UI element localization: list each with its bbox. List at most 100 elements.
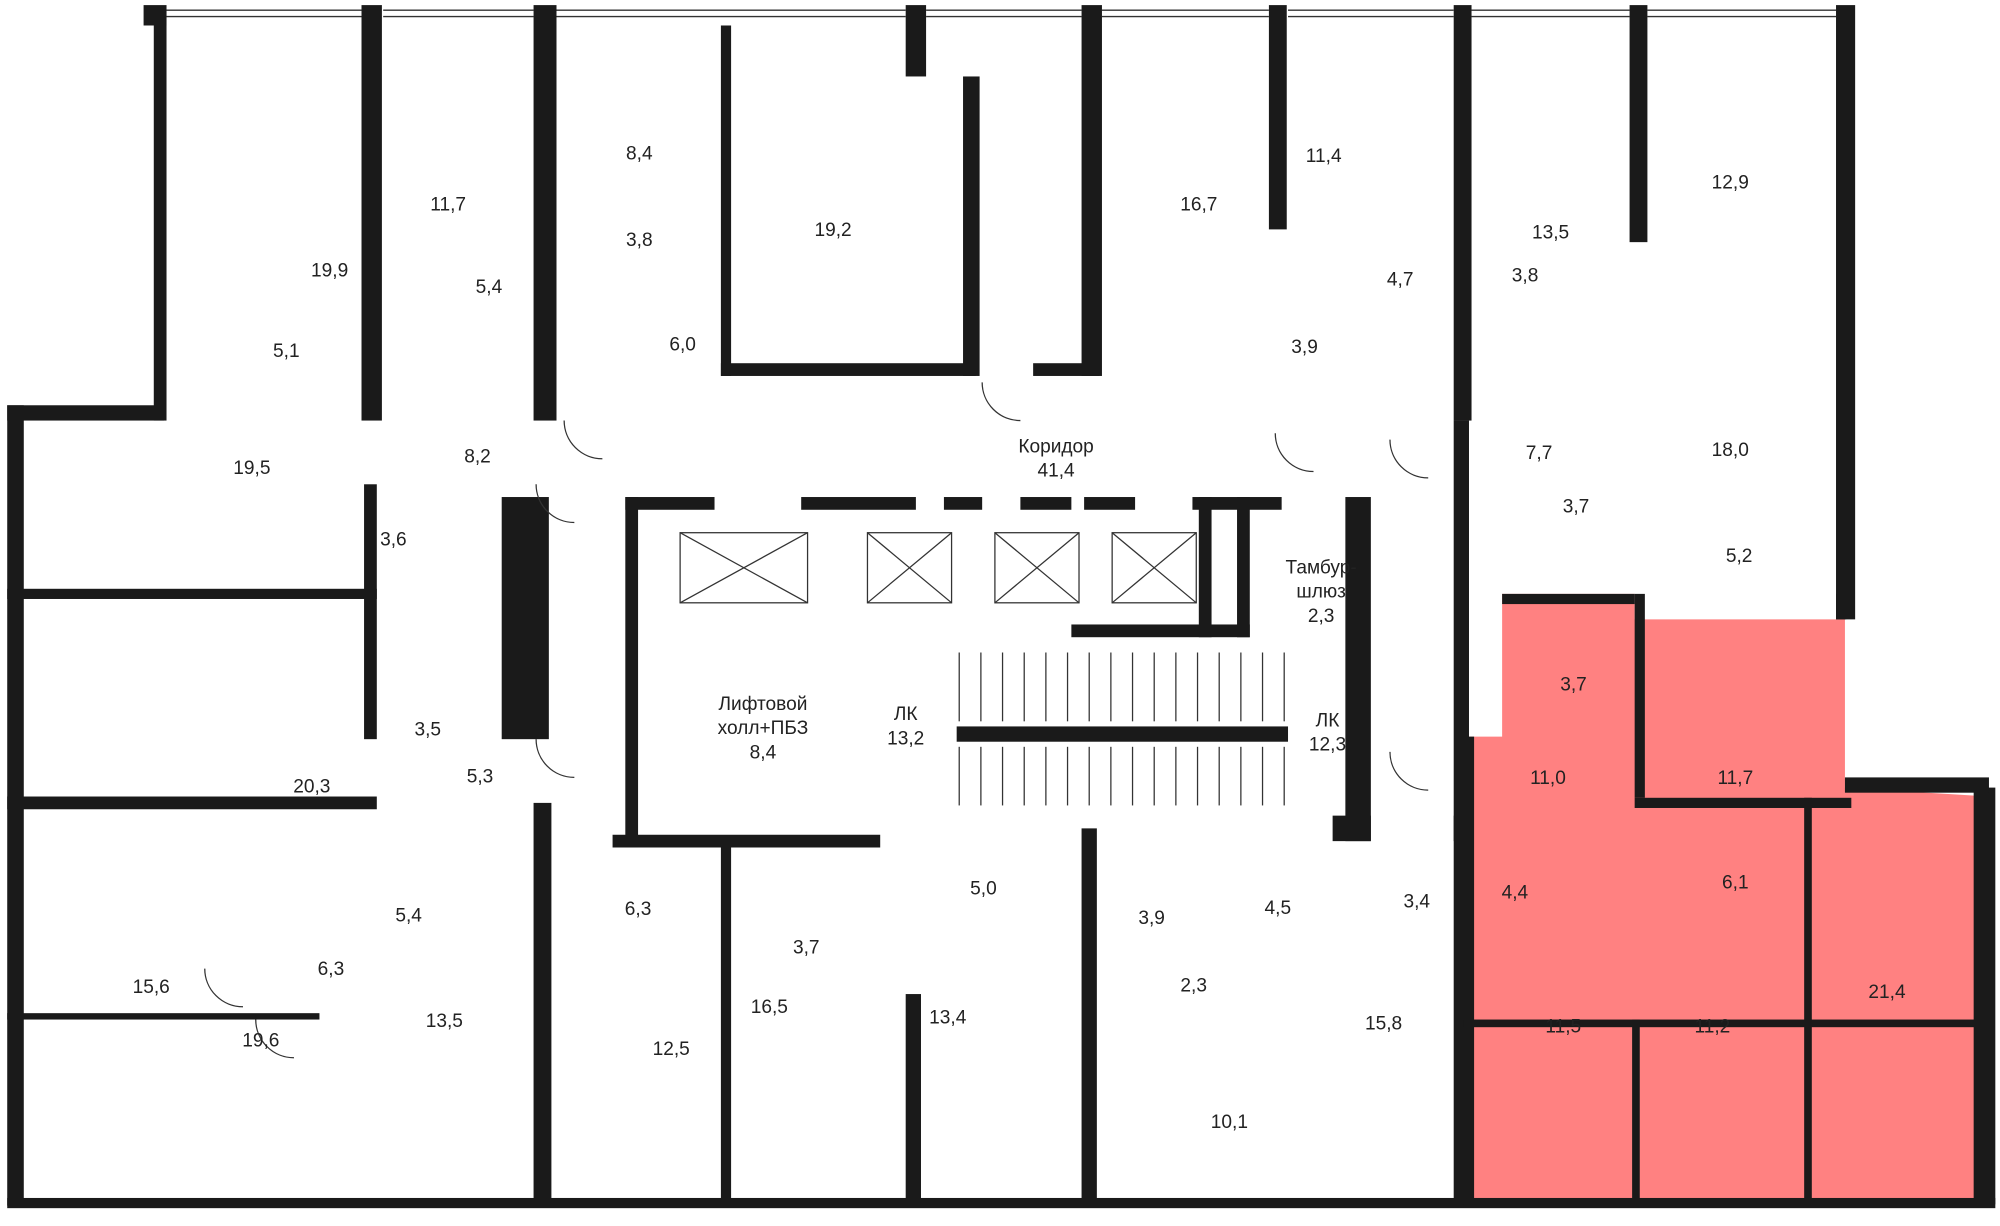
room-label: 13,4 — [929, 1007, 967, 1028]
room-area: 13,5 — [426, 1011, 463, 1032]
wall — [1198, 497, 1212, 638]
wall — [1804, 797, 1812, 1204]
room-area: 18,0 — [1712, 440, 1749, 461]
wall — [7, 1013, 320, 1020]
room-area: 3,5 — [414, 719, 441, 740]
wall — [1084, 497, 1136, 510]
wall — [533, 5, 557, 421]
room-area: 12,9 — [1712, 173, 1749, 194]
room-area: 6,0 — [669, 334, 696, 355]
room-label: 5,4 — [476, 277, 503, 298]
room-area: 5,4 — [476, 277, 503, 298]
wall — [1836, 5, 1856, 620]
highlighted-apartment[interactable] — [1463, 593, 1989, 1204]
room-label: 8,2 — [464, 447, 491, 468]
wall — [1268, 5, 1287, 230]
room-area: 3,6 — [380, 529, 407, 550]
room-label: 6,3 — [625, 899, 652, 920]
room-area: 19,2 — [814, 220, 851, 241]
wall — [625, 497, 715, 510]
wall — [1081, 828, 1097, 1205]
room-area: 15,8 — [1365, 1014, 1402, 1035]
room-label: 18,0 — [1712, 440, 1749, 461]
room-area: 12,3 — [1309, 735, 1346, 756]
room-label: 11,2 — [1695, 1016, 1731, 1037]
room-area: 41,4 — [1037, 461, 1075, 482]
wall — [1071, 624, 1250, 638]
room-name: шлюз — [1296, 582, 1346, 603]
room-label: 5,1 — [273, 341, 300, 362]
room-label: 3,9 — [1291, 337, 1318, 358]
wall — [1844, 777, 1989, 793]
room-area: 11,4 — [1306, 146, 1342, 167]
room-area: 16,5 — [751, 997, 788, 1018]
room-area: 4,5 — [1265, 898, 1292, 919]
door-swing — [535, 739, 575, 779]
room-label: 13,5 — [1532, 222, 1569, 243]
room-area: 11,7 — [1717, 768, 1753, 789]
elevator-shaft — [679, 532, 809, 604]
room-area: 5,3 — [467, 766, 494, 787]
wall — [1836, 593, 1847, 620]
door-swing — [1389, 439, 1429, 479]
room-label: 6,1 — [1722, 872, 1749, 893]
room-label: 4,4 — [1502, 882, 1529, 903]
room-label: 12,9 — [1712, 173, 1749, 194]
room-name: Коридор — [1018, 436, 1093, 457]
door-swing — [981, 382, 1021, 422]
room-area: 13,5 — [1532, 222, 1569, 243]
wall — [801, 497, 916, 510]
wall — [905, 994, 921, 1205]
wall — [1332, 815, 1371, 842]
wall — [1502, 593, 1635, 605]
room-label: 3,8 — [1512, 266, 1539, 287]
wall — [1632, 1019, 1640, 1205]
elevator-shaft — [994, 532, 1080, 604]
room-label: 3,4 — [1403, 891, 1430, 912]
wall — [720, 25, 732, 376]
room-area: 3,8 — [1512, 266, 1539, 287]
elevator-cross — [867, 532, 952, 604]
room-area: 6,1 — [1722, 872, 1749, 893]
room-area: 3,7 — [1563, 496, 1590, 517]
door-swing — [563, 420, 603, 460]
room-label: 3,8 — [626, 230, 653, 251]
room-label: 8,4 — [626, 143, 653, 164]
wall — [1453, 420, 1469, 842]
wall — [7, 796, 377, 810]
wall — [905, 5, 927, 77]
wall — [501, 497, 549, 740]
room-label: 11,0 — [1530, 768, 1566, 789]
room-label: 3,7 — [1563, 496, 1590, 517]
room-label: 13,5 — [426, 1011, 463, 1032]
room-area: 5,2 — [1726, 546, 1753, 567]
walls — [7, 5, 1996, 1209]
room-area: 11,7 — [430, 194, 466, 215]
room-area: 8,4 — [750, 742, 777, 763]
wall — [612, 834, 881, 848]
room-area: 8,2 — [464, 447, 491, 468]
room-label: 20,3 — [293, 777, 330, 798]
room-area: 13,2 — [887, 728, 924, 749]
room-label: 3,5 — [414, 719, 441, 740]
elevator-cross — [1111, 532, 1197, 604]
room-label: 4,7 — [1387, 269, 1414, 290]
room-area: 8,4 — [626, 143, 653, 164]
room-label: 3,7 — [1560, 675, 1587, 696]
room-label: 12,5 — [653, 1039, 690, 1060]
room-area: 3,7 — [1560, 675, 1587, 696]
room-area: 11,0 — [1530, 768, 1566, 789]
room-area: 6,3 — [625, 899, 652, 920]
room-label: 16,5 — [751, 997, 788, 1018]
room-label: 3,9 — [1138, 908, 1165, 929]
room-label: 15,8 — [1365, 1014, 1402, 1035]
elevator-cross — [994, 532, 1080, 604]
wall — [153, 10, 167, 421]
room-area: 2,3 — [1308, 606, 1335, 627]
room-name: Тамбур- — [1286, 557, 1357, 578]
wall — [956, 726, 1289, 742]
room-label: 19,6 — [242, 1030, 279, 1051]
room-area: 19,9 — [311, 261, 348, 282]
